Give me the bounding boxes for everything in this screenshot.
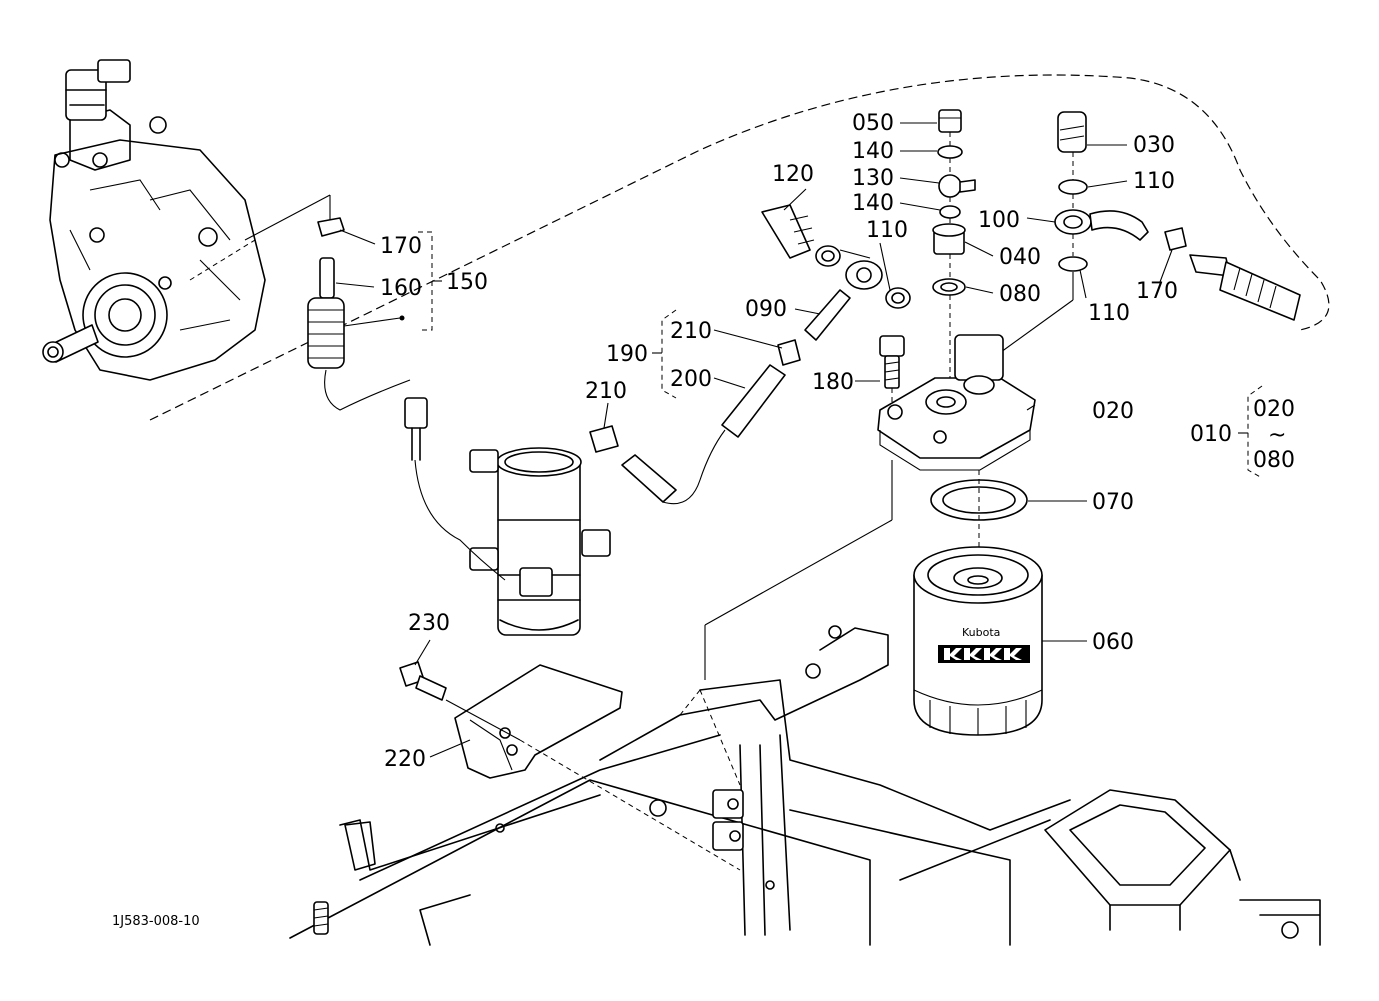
callout-170-left: 170 bbox=[380, 234, 422, 259]
callout-110-middle: 110 bbox=[866, 218, 908, 243]
electric-fuel-pump bbox=[404, 397, 611, 636]
callout-110-upper: 110 bbox=[1133, 169, 1175, 194]
dashed-boundary bbox=[149, 74, 1330, 421]
bolt-180 bbox=[704, 335, 905, 680]
callout-range-bottom: 080 bbox=[1253, 448, 1295, 473]
injection-pump bbox=[42, 59, 331, 381]
callout-140-upper: 140 bbox=[852, 139, 894, 164]
callout-230: 230 bbox=[408, 611, 450, 636]
callout-labels: 050 140 130 140 030 110 100 120 110 040 … bbox=[112, 111, 1295, 929]
callout-020: 020 bbox=[1092, 399, 1134, 424]
callout-080: 080 bbox=[999, 282, 1041, 307]
callout-140-lower: 140 bbox=[852, 191, 894, 216]
callout-range-tilde: ~ bbox=[1268, 423, 1286, 448]
callout-170-right: 170 bbox=[1136, 279, 1178, 304]
return-line-assembly bbox=[989, 111, 1301, 361]
callout-210-upper: 210 bbox=[670, 319, 712, 344]
gasket-070 bbox=[930, 470, 1028, 548]
callout-range-top: 020 bbox=[1253, 397, 1295, 422]
diagram-id: 1J583-008-10 bbox=[112, 914, 200, 929]
callout-050: 050 bbox=[852, 111, 894, 136]
bracket-220 bbox=[399, 661, 623, 779]
callout-210-lower: 210 bbox=[585, 379, 627, 404]
callout-180: 180 bbox=[812, 370, 854, 395]
callout-040: 040 bbox=[999, 245, 1041, 270]
callout-120: 120 bbox=[772, 162, 814, 187]
fuel-hose-assembly bbox=[589, 289, 851, 505]
banjo-fitting-090 bbox=[761, 204, 911, 309]
callout-160: 160 bbox=[380, 276, 422, 301]
callout-220: 220 bbox=[384, 747, 426, 772]
bleeder-stack bbox=[932, 109, 976, 390]
leader-lines bbox=[335, 122, 1263, 758]
callout-200: 200 bbox=[670, 367, 712, 392]
filter-head-020 bbox=[877, 334, 1036, 471]
fuel-filter-060: Kubota bbox=[913, 546, 1043, 736]
callout-110-lower: 110 bbox=[1088, 301, 1130, 326]
filter-brand-label: Kubota bbox=[962, 626, 1000, 639]
callout-070: 070 bbox=[1092, 490, 1134, 515]
chassis-frame bbox=[289, 625, 1321, 946]
callout-060: 060 bbox=[1092, 630, 1134, 655]
callout-130: 130 bbox=[852, 166, 894, 191]
callout-030: 030 bbox=[1133, 133, 1175, 158]
callout-090: 090 bbox=[745, 297, 787, 322]
fuel-pipe-assembly-left bbox=[307, 217, 411, 411]
callout-190: 190 bbox=[606, 342, 648, 367]
callout-100: 100 bbox=[978, 208, 1020, 233]
callout-010: 010 bbox=[1190, 422, 1232, 447]
callout-150: 150 bbox=[446, 270, 488, 295]
